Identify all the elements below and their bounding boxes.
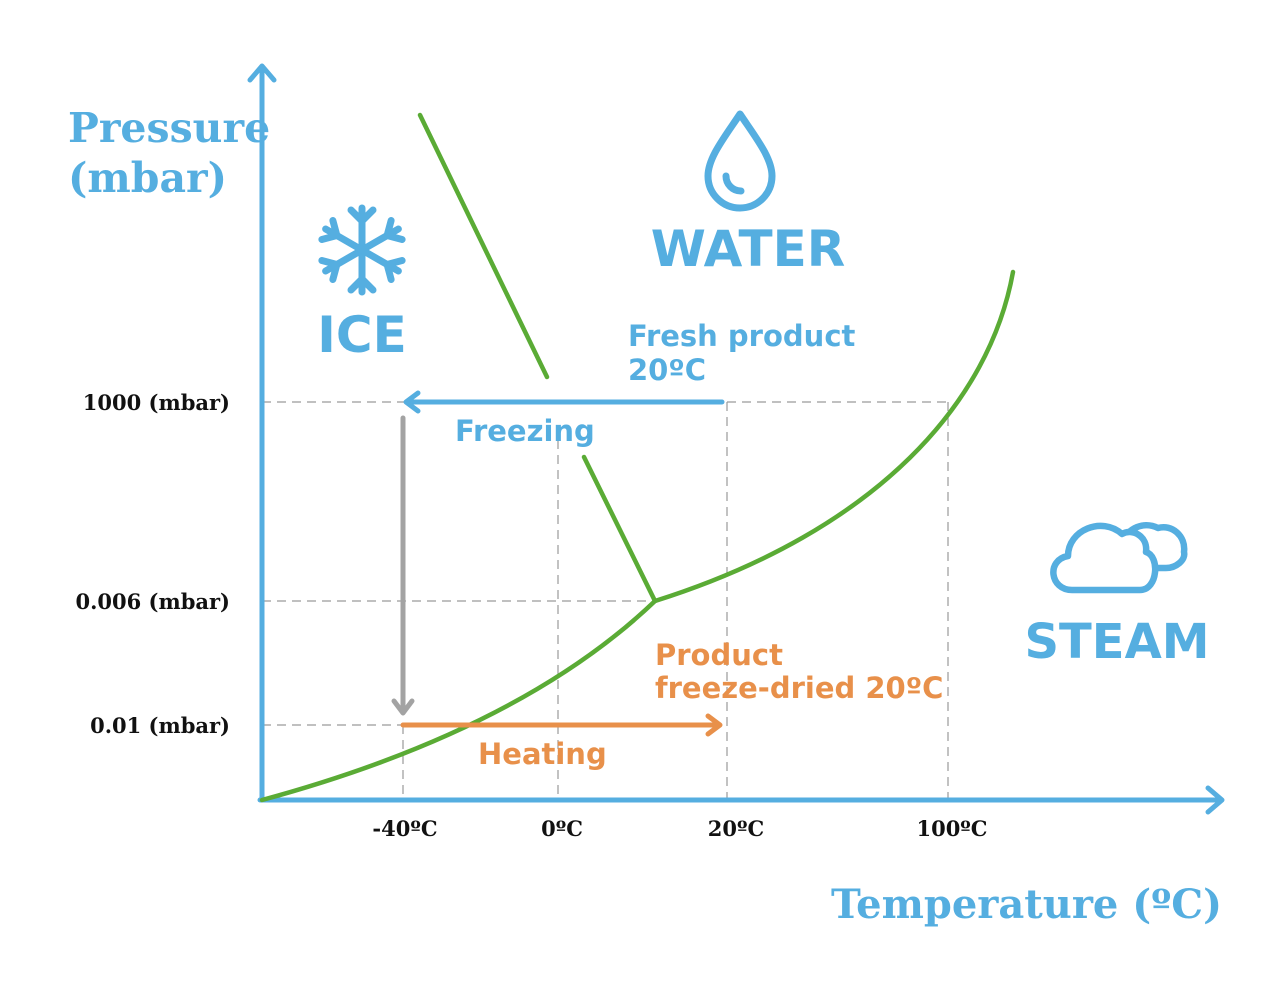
product-dried-temp: freeze-dried 20ºC — [655, 671, 943, 705]
phase-boundaries — [259, 112, 1016, 803]
process-arrows — [391, 390, 725, 737]
x-axis-label: Temperature (ºC) — [831, 881, 1222, 928]
x-tick-100: 100ºC — [916, 816, 987, 841]
vacuum-arrowhead — [391, 698, 415, 716]
axes — [247, 63, 1225, 815]
heating-label: Heating — [478, 737, 607, 771]
snowflake-arm-2 — [318, 216, 406, 284]
fresh-product-temp: 20ºC — [628, 353, 706, 387]
y-axis-label-line2: (mbar) — [68, 154, 227, 202]
steam-label: STEAM — [1024, 614, 1209, 670]
heating-arrowhead — [705, 713, 723, 737]
x-tick-minus40: -40ºC — [372, 816, 437, 841]
ice-label: ICE — [317, 306, 406, 364]
cloud-icon — [1050, 521, 1188, 594]
sublimation-curve — [259, 598, 658, 803]
freezing-label: Freezing — [455, 414, 595, 448]
melting-curve-upper — [417, 112, 550, 380]
fresh-product-label: Fresh product — [628, 319, 856, 353]
y-tick-0006: 0.006 (mbar) — [75, 589, 230, 614]
snowflake-arm-1 — [347, 204, 377, 296]
x-tick-0: 0ºC — [541, 816, 583, 841]
y-axis-label-line1: Pressure — [68, 104, 270, 152]
snowflake-icon — [318, 204, 406, 296]
y-axis-arrowhead — [247, 63, 277, 83]
water-drop-icon — [704, 110, 776, 212]
product-dried-label: Product — [655, 638, 783, 672]
y-tick-1000: 1000 (mbar) — [83, 390, 230, 415]
snowflake-arm-3 — [318, 216, 406, 284]
water-label: WATER — [651, 220, 845, 278]
freezing-arrowhead — [403, 390, 421, 414]
vaporization-curve — [652, 269, 1016, 604]
y-tick-001: 0.01 (mbar) — [90, 713, 230, 738]
x-axis-arrowhead — [1205, 785, 1225, 815]
x-tick-20: 20ºC — [708, 816, 764, 841]
guide-lines — [262, 401, 949, 798]
melting-curve-lower — [581, 454, 658, 604]
